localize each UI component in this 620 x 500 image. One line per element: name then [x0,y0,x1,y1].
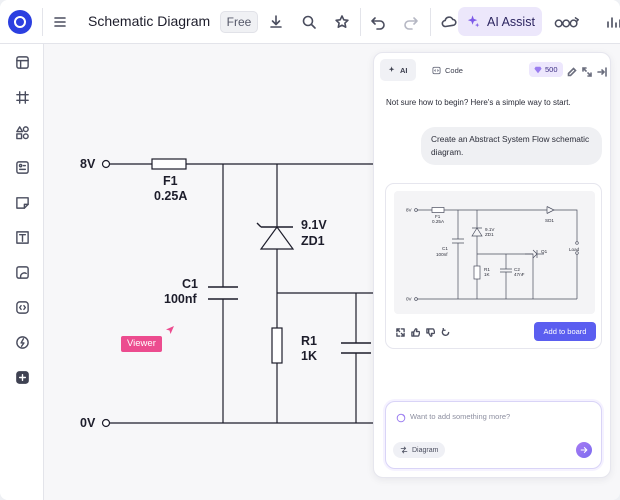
divider [430,8,431,36]
preview-label-load: Load [569,247,580,252]
send-button[interactable] [576,442,592,458]
label-cap-name: C1 [182,277,198,291]
menu-icon[interactable] [50,12,70,32]
tab-ai-label: AI [400,65,408,75]
label-cap-value: 100nf [164,292,197,306]
ai-assist-label: AI Assist [487,14,535,29]
add-to-board-button[interactable]: Add to board [534,322,596,341]
prompt-input[interactable] [410,412,590,421]
undo-icon[interactable] [368,12,388,32]
diagram-icon [400,446,408,454]
label-0v: 0V [80,416,96,430]
diagram-chip[interactable]: Diagram [393,442,446,458]
schematic-diagram[interactable] [45,45,620,500]
credits-count: 500 [545,65,558,74]
zener-bar [256,222,293,228]
arrow-right-icon [580,447,588,453]
components-icon[interactable] [13,158,31,176]
terminal-0v [101,418,111,428]
expand-icon[interactable] [396,328,405,337]
user-message-bubble: Create an Abstract System Flow schematic… [421,127,602,165]
layout-icon[interactable] [13,53,31,71]
preview-label-sd1: SD1 [545,218,554,223]
resistor-r1 [271,327,283,364]
collaborators-icon[interactable] [553,12,583,32]
preview-label-f1-value: 0.25A [432,219,445,224]
diagram-preview[interactable]: 8V 0V F1 0.25A 9.1V ZD1 C1 100nf R1 1K C… [394,191,595,314]
capacitor-c2 [341,342,371,354]
preview-label-c2: C2 [514,267,520,272]
label-zener-value: 9.1V [301,218,327,232]
capacitor-c1 [208,286,238,300]
label-fuse-name: F1 [163,174,178,188]
sparkle-icon [467,15,480,28]
sticky-note-icon[interactable] [13,193,31,211]
preview-label-c1-value: 100nf [436,252,448,257]
left-sidebar [0,44,44,500]
search-icon[interactable] [299,12,319,32]
expand-icon[interactable] [582,64,592,77]
label-resistor-value: 1K [301,349,317,363]
tab-code-label: Code [445,65,463,75]
preview-label-r1-value: 1K [484,272,491,277]
code-icon[interactable] [13,298,31,316]
ai-assist-panel: AI Code 500 Not sure how to begin? Here'… [373,52,611,478]
preview-label-f1: F1 [435,214,441,219]
grid-icon[interactable] [13,88,31,106]
credits-badge[interactable]: 500 [529,62,563,77]
ai-assist-button[interactable]: AI Assist [458,7,542,36]
preview-label-0v: 0V [406,297,413,302]
diamond-icon [534,66,542,73]
chat-sparkle-icon [396,413,406,423]
preview-schematic: 8V 0V F1 0.25A 9.1V ZD1 C1 100nf R1 1K C… [406,206,580,302]
image-icon[interactable] [13,263,31,281]
text-icon[interactable] [13,228,31,246]
preview-label-8v: 8V [406,208,413,213]
regenerate-icon[interactable] [441,328,450,337]
thumbs-down-icon[interactable] [426,328,435,337]
sparkle-icon [388,66,395,72]
terminal-8v [101,159,111,169]
card-toolbar [396,328,450,337]
star-icon[interactable] [332,12,352,32]
viewer-cursor-icon [166,326,174,334]
intro-text: Not sure how to begin? Here's a simple w… [386,98,571,107]
generated-diagram-card: 8V 0V F1 0.25A 9.1V ZD1 C1 100nf R1 1K C… [385,183,602,349]
plugin-icon[interactable] [13,333,31,351]
viewer-tag: Viewer [121,336,162,352]
thumbs-up-icon[interactable] [411,328,420,337]
label-8v: 8V [80,157,96,171]
preview-label-r1: R1 [484,267,490,272]
download-icon[interactable] [266,12,286,32]
collapse-panel-icon[interactable] [597,64,607,77]
redo-icon[interactable] [401,12,421,32]
preview-label-c1: C1 [442,246,448,251]
divider [360,8,361,36]
zener-zd1 [259,225,295,250]
fuse-f1 [151,158,187,170]
edit-icon[interactable] [567,64,577,77]
label-resistor-name: R1 [301,334,317,348]
tab-code[interactable]: Code [424,59,471,81]
preview-label-c2-value: 47nF [514,272,525,277]
add-icon[interactable] [13,368,31,386]
code-icon [432,66,441,74]
label-fuse-value: 0.25A [154,189,188,203]
chart-icon[interactable] [603,12,620,32]
top-toolbar: Schematic Diagram Free AI Assist [0,0,620,44]
cloud-icon[interactable] [439,12,459,32]
preview-label-zd1: ZD1 [485,232,494,237]
diagram-chip-label: Diagram [412,446,439,454]
plan-badge: Free [220,11,258,33]
preview-label-zener: 9.1V [485,227,495,232]
divider [42,8,43,36]
prompt-input-box: Diagram [385,401,602,469]
label-zener-name: ZD1 [301,234,325,248]
document-title[interactable]: Schematic Diagram [88,13,211,29]
app-logo-icon[interactable] [8,10,32,34]
tab-ai[interactable]: AI [380,59,416,81]
shapes-icon[interactable] [13,123,31,141]
preview-label-q1: Q1 [541,249,548,254]
